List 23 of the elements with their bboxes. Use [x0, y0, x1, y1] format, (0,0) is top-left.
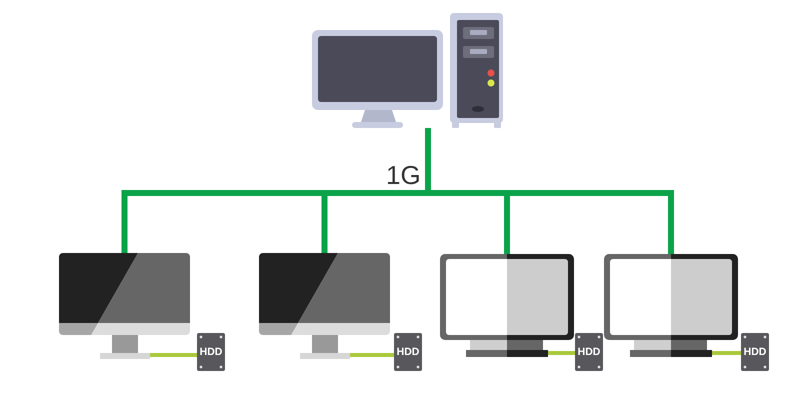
cable-line: [118, 125, 677, 196]
drive-label: HDD: [396, 346, 420, 358]
drive-label: HDD: [200, 346, 222, 358]
monitor: [59, 253, 190, 359]
hard-drive: [575, 333, 603, 371]
cable-line: [322, 193, 328, 253]
monitor: [440, 254, 574, 357]
cable-line: [712, 351, 741, 355]
monitor: [259, 253, 390, 359]
cable-line: [548, 351, 575, 355]
cable-line: [350, 353, 394, 357]
cable-line: [504, 193, 510, 254]
drive-label: HDD: [578, 346, 600, 358]
desktop-computer: [312, 13, 503, 128]
hard-drive: [394, 333, 422, 371]
cable-line: [668, 193, 674, 254]
bandwidth-label: 1G: [386, 162, 421, 188]
hard-drive: [197, 333, 225, 371]
drive-label: HDD: [744, 346, 766, 358]
monitor: [604, 254, 738, 357]
cable-line: [122, 193, 128, 253]
hard-drive: [741, 333, 769, 371]
cable-line: [150, 353, 197, 357]
